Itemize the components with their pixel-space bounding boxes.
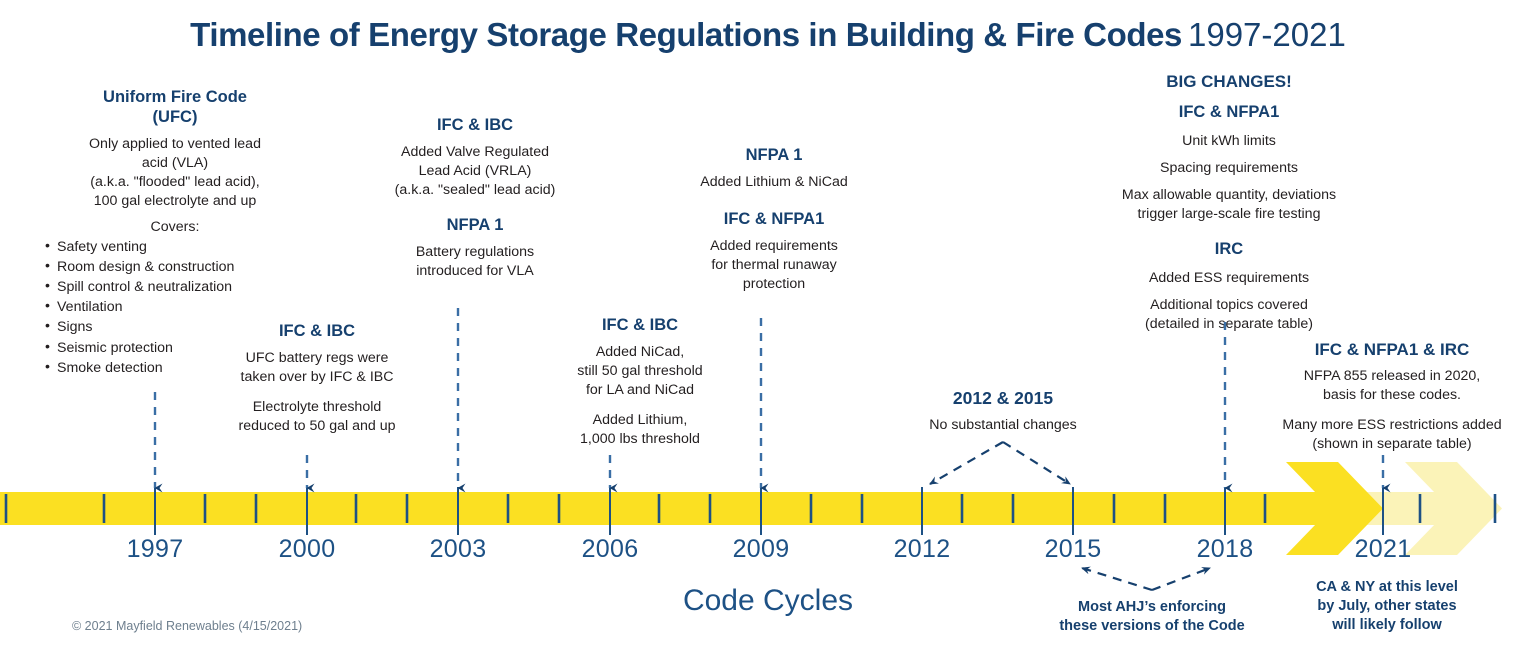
block-nfpa1-2009-heading: NFPA 1 [745,146,803,164]
list-item: Seismic protection [44,336,306,358]
block-codes-2021-heading: IFC & NFPA1 & IRC [1314,340,1470,359]
block-ufc-1997-heading: Uniform Fire Code (UFC) [103,88,247,126]
timeline-ticks [4,494,1497,523]
block-codes-2021-para-1: NFPA 855 released in 2020, basis for the… [1303,368,1481,404]
copyright-notice: © 2021 Mayfield Renewables (4/15/2021) [72,619,303,633]
block-ifc-ibc-2006-heading: IFC & IBC [601,316,679,334]
block-ufc-1997-bullet-list: Safety venting Room design & constructio… [44,236,306,378]
page-title-main: Timeline of Energy Storage Regulations i… [190,16,1182,53]
block-ufc-1997: Uniform Fire Code (UFC) Only applied to … [44,88,306,378]
block-ifc-nfpa1-2018-para-3: Max allowable quantity, deviations trigg… [1121,187,1337,223]
block-ifc-nfpa1-2009-para-1: Added requirements for thermal runaway p… [710,237,838,292]
block-ifc-nfpa1-2018-para-2: Spacing requirements [1159,160,1298,177]
block-ifc-ibc-2006: IFC & IBC Added NiCad, still 50 gal thre… [528,316,752,449]
block-nfpa1-2003-para-1: Battery regulations introduced for VLA [415,243,535,279]
block-irc-2018-para-1: Added ESS requirements [1148,270,1310,287]
year-label-2018: 2018 [1196,535,1254,563]
block-codes-2021-para-2: Many more ESS restrictions added (shown … [1282,417,1502,453]
block-2012-2015-para-1: No substantial changes [929,417,1077,433]
block-ufc-1997-covers-label: Covers: [150,218,200,235]
block-ifc-ibc-2000-para-1: UFC battery regs were taken over by IFC … [240,349,394,385]
page-title-years: 1997-2021 [1188,16,1346,53]
year-label-2021: 2021 [1354,535,1412,563]
block-ifc-ibc-2000: IFC & IBC UFC battery regs were taken ov… [198,322,436,436]
block-ifc-nfpa1-2009-heading: IFC & NFPA1 [723,209,825,228]
year-label-2006: 2006 [581,535,639,563]
block-ifc-ibc-2003-heading: IFC & IBC [436,116,514,134]
callout-ca-ny: CA & NY at this level by July, other sta… [1316,579,1458,633]
block-codes-2021: IFC & NFPA1 & IRC NFPA 855 released in 2… [1248,340,1536,455]
block-ifc-ibc-2003-para-1: Added Valve Regulated Lead Acid (VRLA) (… [394,143,556,198]
timeline-year-stems [154,487,1384,535]
block-ifc-nfpa1-2018-heading: IFC & NFPA1 [1178,103,1280,122]
axis-title: Code Cycles [682,584,854,617]
list-item: Spill control & neutralization [44,276,306,297]
block-2012-2015: 2012 & 2015 No substantial changes [878,388,1128,435]
year-label-2012: 2012 [893,535,951,563]
block-ufc-1997-para-1: Only applied to vented lead acid (VLA) (… [89,135,261,209]
list-item: Room design & construction [44,256,306,277]
block-big-changes-banner: BIG CHANGES! [1166,72,1292,91]
block-nfpa1-2009: NFPA 1 Added Lithium & NiCad IFC & NFPA1… [660,146,888,294]
list-item: Ventilation [44,296,306,317]
page-title: Timeline of Energy Storage Regulations i… [0,16,1536,54]
block-ifc-nfpa1-2018-para-1: Unit kWh limits [1182,133,1276,150]
leader-ahj-split [1081,566,1211,592]
block-ifc-ibc-2006-para-2: Added Lithium, 1,000 lbs threshold [580,411,700,447]
block-big-changes-2018: BIG CHANGES! IFC & NFPA1 Unit kWh limits… [1046,72,1412,334]
callout-ahj: Most AHJ’s enforcing these versions of t… [1059,599,1245,634]
block-ifc-ibc-2000-heading: IFC & IBC [278,322,356,340]
block-ifc-ibc-2006-para-1: Added NiCad, still 50 gal threshold for … [577,343,703,398]
list-item: Smoke detection [44,357,306,378]
year-label-2000: 2000 [278,535,336,563]
timeline-bar [0,492,1340,525]
block-ifc-ibc-2000-para-2: Electrolyte threshold reduced to 50 gal … [238,398,396,434]
list-item: Signs [44,316,306,337]
block-2012-2015-heading: 2012 & 2015 [952,388,1054,408]
block-ifc-ibc-2003: IFC & IBC Added Valve Regulated Lead Aci… [352,116,598,281]
year-label-1997: 1997 [126,535,184,563]
block-nfpa1-2009-para-1: Added Lithium & NiCad [700,173,848,190]
year-label-2009: 2009 [732,535,790,563]
block-irc-2018-heading: IRC [1214,240,1244,259]
year-label-2015: 2015 [1044,535,1102,563]
block-nfpa1-2003-heading: NFPA 1 [446,215,504,234]
year-label-2003: 2003 [429,535,487,563]
leader-2012-2015-split [929,441,1071,485]
block-irc-2018-para-2: Additional topics covered (detailed in s… [1145,297,1313,333]
list-item: Safety venting [44,236,306,257]
